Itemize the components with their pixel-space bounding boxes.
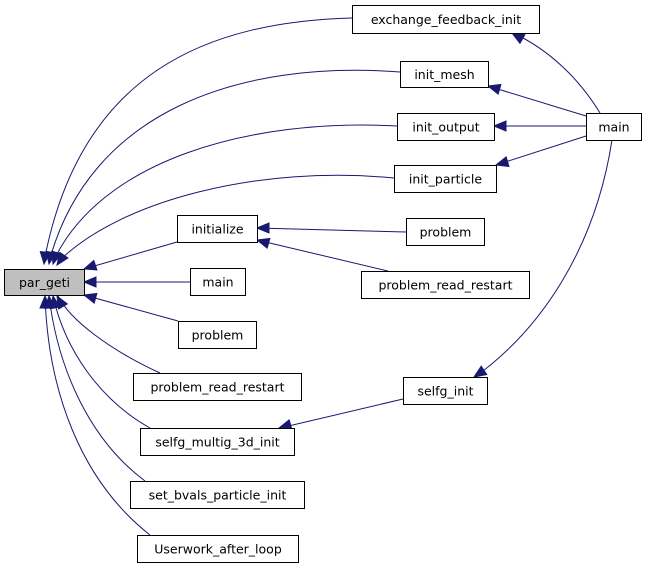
edge-line: [487, 85, 587, 117]
edge-selfg_multig_3d_init-to-par_geti: [49, 294, 151, 429]
edge-line: [474, 139, 613, 378]
edge-problem_a-to-par_geti: [82, 292, 179, 322]
edge-line: [52, 124, 398, 263]
arrowhead-icon: [472, 365, 488, 378]
arrowhead-icon: [56, 251, 69, 267]
node-par-geti[interactable]: par_geti: [4, 269, 85, 296]
edge-main_b-to-init_mesh: [486, 83, 587, 117]
node-problem-read-restart-b[interactable]: problem_read_restart: [361, 271, 530, 299]
edge-main_a-to-par_geti: [82, 276, 190, 288]
node-problem-a[interactable]: problem: [178, 321, 257, 349]
arrowhead-icon: [494, 156, 510, 168]
arrowhead-icon: [39, 294, 51, 309]
node-box[interactable]: [406, 218, 485, 246]
node-init-output[interactable]: init_output: [397, 113, 495, 141]
edge-line: [48, 69, 401, 263]
node-selfg-init[interactable]: selfg_init: [403, 377, 488, 405]
arrowhead-icon: [255, 222, 270, 234]
edge-line: [83, 294, 179, 322]
node-box[interactable]: [400, 61, 489, 88]
node-label: selfg_multig_3d_init: [155, 435, 279, 450]
arrowhead-icon: [82, 276, 97, 288]
edge-line: [256, 239, 389, 272]
edge-line: [57, 295, 161, 374]
edge-line: [43, 17, 353, 263]
edges-layer: [39, 17, 613, 536]
node-box[interactable]: [140, 428, 295, 456]
node-box[interactable]: [190, 268, 246, 296]
arrowhead-icon: [510, 32, 526, 45]
node-main-a[interactable]: main: [190, 268, 246, 296]
node-label: problem_read_restart: [378, 278, 512, 293]
node-label: exchange_feedback_init: [371, 12, 521, 27]
node-init-particle[interactable]: init_particle: [394, 165, 497, 193]
node-label: set_bvals_particle_init: [149, 488, 287, 503]
edge-line: [279, 398, 404, 429]
node-box[interactable]: [352, 5, 540, 34]
edge-init_particle-to-par_geti: [56, 174, 395, 267]
edge-set_bvals_particle_init-to-par_geti: [44, 294, 146, 482]
edge-Userwork_after_loop-to-par_geti: [39, 294, 151, 536]
node-box[interactable]: [394, 165, 497, 193]
node-box[interactable]: [133, 373, 302, 401]
node-label: problem_read_restart: [150, 380, 284, 395]
node-main-b[interactable]: main: [586, 113, 642, 141]
node-problem-b[interactable]: problem: [406, 218, 485, 246]
node-set-bvals-particle-init[interactable]: set_bvals_particle_init: [130, 481, 305, 509]
edge-line: [44, 295, 151, 536]
node-box[interactable]: [130, 481, 305, 509]
edge-line: [57, 174, 395, 263]
node-Userwork-after-loop[interactable]: Userwork_after_loop: [137, 535, 299, 563]
node-box[interactable]: [178, 321, 257, 349]
node-init-mesh[interactable]: init_mesh: [400, 61, 489, 88]
node-exchange-feedback-init[interactable]: exchange_feedback_init: [352, 5, 540, 34]
node-label: Userwork_after_loop: [154, 542, 282, 557]
node-problem-read-restart-a[interactable]: problem_read_restart: [133, 373, 302, 401]
edge-selfg_init-to-selfg_multig_3d_init: [277, 398, 404, 431]
edge-line: [48, 295, 146, 482]
nodes-layer: par_geti exchange_feedback_init init_meshi…: [4, 5, 642, 563]
node-label: init_mesh: [414, 67, 474, 82]
node-label: main: [598, 120, 629, 135]
node-box[interactable]: [403, 377, 488, 405]
edge-line: [256, 227, 407, 233]
node-box[interactable]: [361, 271, 530, 299]
arrowhead-icon: [492, 120, 507, 132]
edge-problem_read_restart_b-to-initialize: [255, 237, 389, 272]
node-box[interactable]: [397, 113, 495, 141]
edge-line: [83, 241, 178, 270]
node-label: init_particle: [409, 172, 482, 187]
edge-main_b-to-init_particle: [494, 135, 587, 168]
edge-main_b-to-selfg_init: [472, 139, 613, 378]
edge-main_b-to-init_output: [492, 120, 586, 132]
edge-problem_b-to-initialize: [255, 222, 407, 234]
node-label: selfg_init: [417, 384, 473, 399]
edge-line: [495, 135, 587, 166]
node-box[interactable]: [586, 113, 642, 141]
edge-problem_read_restart_a-to-par_geti: [56, 294, 161, 374]
node-label: init_output: [412, 120, 479, 135]
arrowhead-icon: [82, 292, 98, 304]
node-selfg-multig-3d-init[interactable]: selfg_multig_3d_init: [140, 428, 295, 456]
node-label: problem: [420, 225, 472, 240]
edge-initialize-to-par_geti: [82, 241, 178, 271]
arrowhead-icon: [82, 259, 98, 271]
node-initialize[interactable]: initialize: [177, 215, 258, 243]
arrowhead-icon: [255, 237, 271, 249]
edge-line: [512, 32, 601, 114]
node-label: initialize: [191, 222, 243, 237]
node-label: problem: [192, 328, 244, 343]
edge-line: [52, 295, 151, 429]
edge-init_output-to-par_geti: [51, 124, 398, 266]
node-label: par_geti: [19, 275, 70, 290]
arrowhead-icon: [486, 83, 502, 95]
node-box[interactable]: [137, 535, 299, 563]
edge-main_b-to-exchange_feedback_init: [510, 32, 601, 114]
node-label: main: [202, 275, 233, 290]
node-box[interactable]: [177, 215, 258, 243]
node-box[interactable]: [4, 269, 85, 296]
